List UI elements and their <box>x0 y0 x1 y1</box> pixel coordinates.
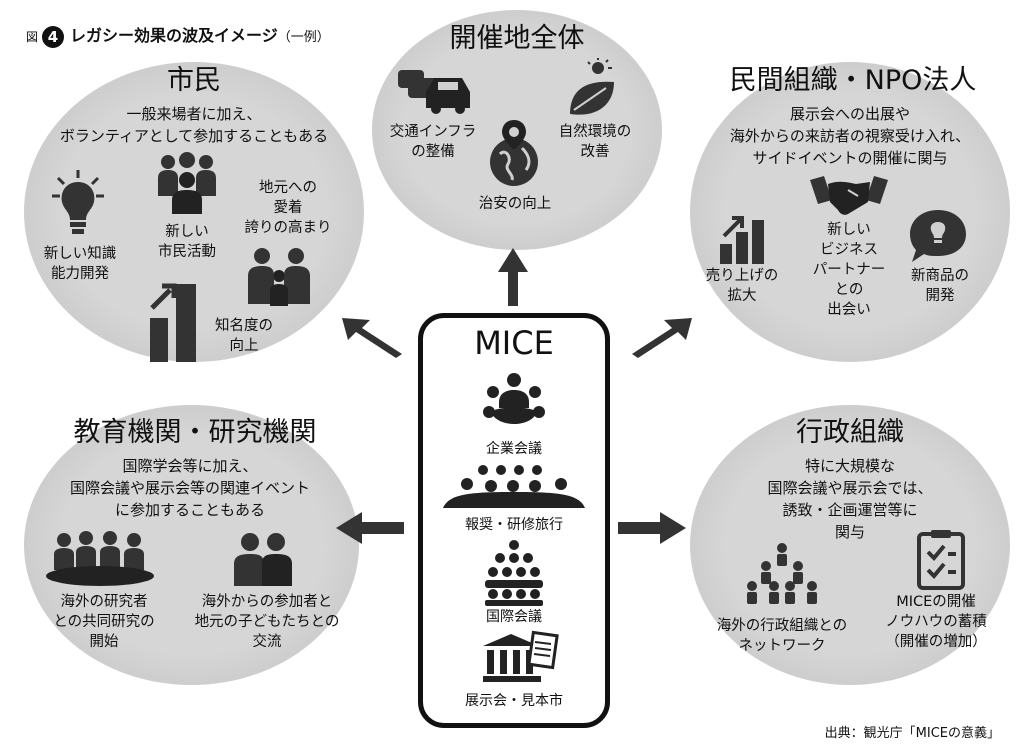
citizens-title: 市民 <box>167 65 221 96</box>
sales-growth-icon <box>720 216 764 264</box>
government-item-network: 海外の行政組織との ネットワーク <box>716 618 848 654</box>
figure-subtitle: （一例） <box>277 30 330 45</box>
arrow-left-icon <box>336 512 404 544</box>
private-item-partner: 新しい ビジネス パートナー との 出会い <box>812 222 886 318</box>
people-group-icon <box>158 152 216 214</box>
arrow-upright-icon <box>632 318 692 358</box>
figure-label: 図 <box>26 30 39 44</box>
private-desc-3: サイドイベントの開催に関与 <box>752 149 948 167</box>
clipboard-icon <box>917 530 965 590</box>
children-icon <box>234 533 292 586</box>
hall-icon <box>483 630 559 682</box>
education-title: 教育機関・研究機関 <box>73 417 317 448</box>
arrow-up-icon <box>498 248 528 306</box>
family-icon <box>248 248 310 306</box>
government-desc-4: 関与 <box>834 523 865 541</box>
government-title: 行政組織 <box>796 417 904 448</box>
figure-title-text: レガシー効果の波及イメージ <box>70 26 278 45</box>
education-desc-2: 国際会議や展示会等の関連イベント <box>69 479 310 497</box>
host-item-nature: 自然環境の 改善 <box>558 124 632 160</box>
education-desc-1: 国際学会等に加え、 <box>122 457 258 475</box>
citizens-item-attachment: 地元への 愛着 誇りの高まり <box>244 180 332 236</box>
source-citation: 出典：観光庁「MICEの意義」 <box>824 726 1000 741</box>
arrow-right-icon <box>618 512 686 544</box>
private-title: 民間組織・NPO法人 <box>729 65 977 96</box>
citizens-item-knowledge: 新しい知識 能力開発 <box>43 246 117 282</box>
mice-item-corporate: 企業会議 <box>486 441 542 457</box>
citizens-item-activity: 新しい 市民活動 <box>158 224 216 260</box>
host-item-infra: 交通インフラ の整備 <box>389 124 477 160</box>
mice-title: MICE <box>474 324 554 362</box>
conference-table-icon <box>443 465 585 508</box>
government-desc-2: 国際会議や展示会では、 <box>767 479 933 497</box>
education-region-blob <box>24 405 359 685</box>
education-item-research: 海外の研究者 との共同研究の 開始 <box>53 594 155 650</box>
arrow-upleft-icon <box>342 318 402 358</box>
government-desc-1: 特に大規模な <box>804 457 895 475</box>
government-desc-3: 誘致・企画運営等に <box>782 501 918 519</box>
private-item-product: 新商品の 開発 <box>911 268 969 304</box>
education-item-exchange: 海外からの参加者と 地元の子どもたちとの 交流 <box>194 594 340 650</box>
government-item-knowhow: MICEの開催 ノウハウの蓄積 （開催の増加） <box>885 594 987 650</box>
government-region-blob <box>690 405 1010 685</box>
nature-icon <box>570 58 614 115</box>
research-group-icon <box>46 531 154 586</box>
mice-item-incentive: 報奨・研修旅行 <box>465 517 563 533</box>
private-desc-2: 海外からの来訪者の視察受け入れ、 <box>729 127 971 145</box>
traffic-icon <box>398 70 470 114</box>
network-people-icon <box>747 543 817 604</box>
citizens-item-recognition: 知名度の 向上 <box>215 318 273 354</box>
host-item-safety: 治安の向上 <box>478 196 552 212</box>
crowd-icon <box>485 540 543 606</box>
handshake-icon <box>810 176 888 215</box>
mice-item-exhibition: 展示会・見本市 <box>465 693 563 709</box>
globe-pin-icon <box>490 120 538 186</box>
private-item-sales: 売り上げの 拡大 <box>705 268 779 304</box>
citizens-desc-2: ボランティアとして参加することもある <box>59 127 329 145</box>
bulb-icon <box>52 170 104 234</box>
mice-box: MICE 企業会議 報奨・研修旅行 国際会議 展示会・見 <box>418 313 610 728</box>
idea-bubble-icon <box>910 210 966 262</box>
education-desc-3: に参加することもある <box>114 501 265 519</box>
mice-item-convention: 国際会議 <box>486 609 542 625</box>
private-desc-1: 展示会への出展や <box>789 105 910 123</box>
growth-bar-icon <box>150 283 196 362</box>
figure-number: 4 <box>42 25 65 48</box>
corporate-meeting-icon <box>483 373 545 424</box>
host-title: 開催地全体 <box>449 23 585 54</box>
citizens-desc-1: 一般来場者に加え、 <box>126 105 262 123</box>
